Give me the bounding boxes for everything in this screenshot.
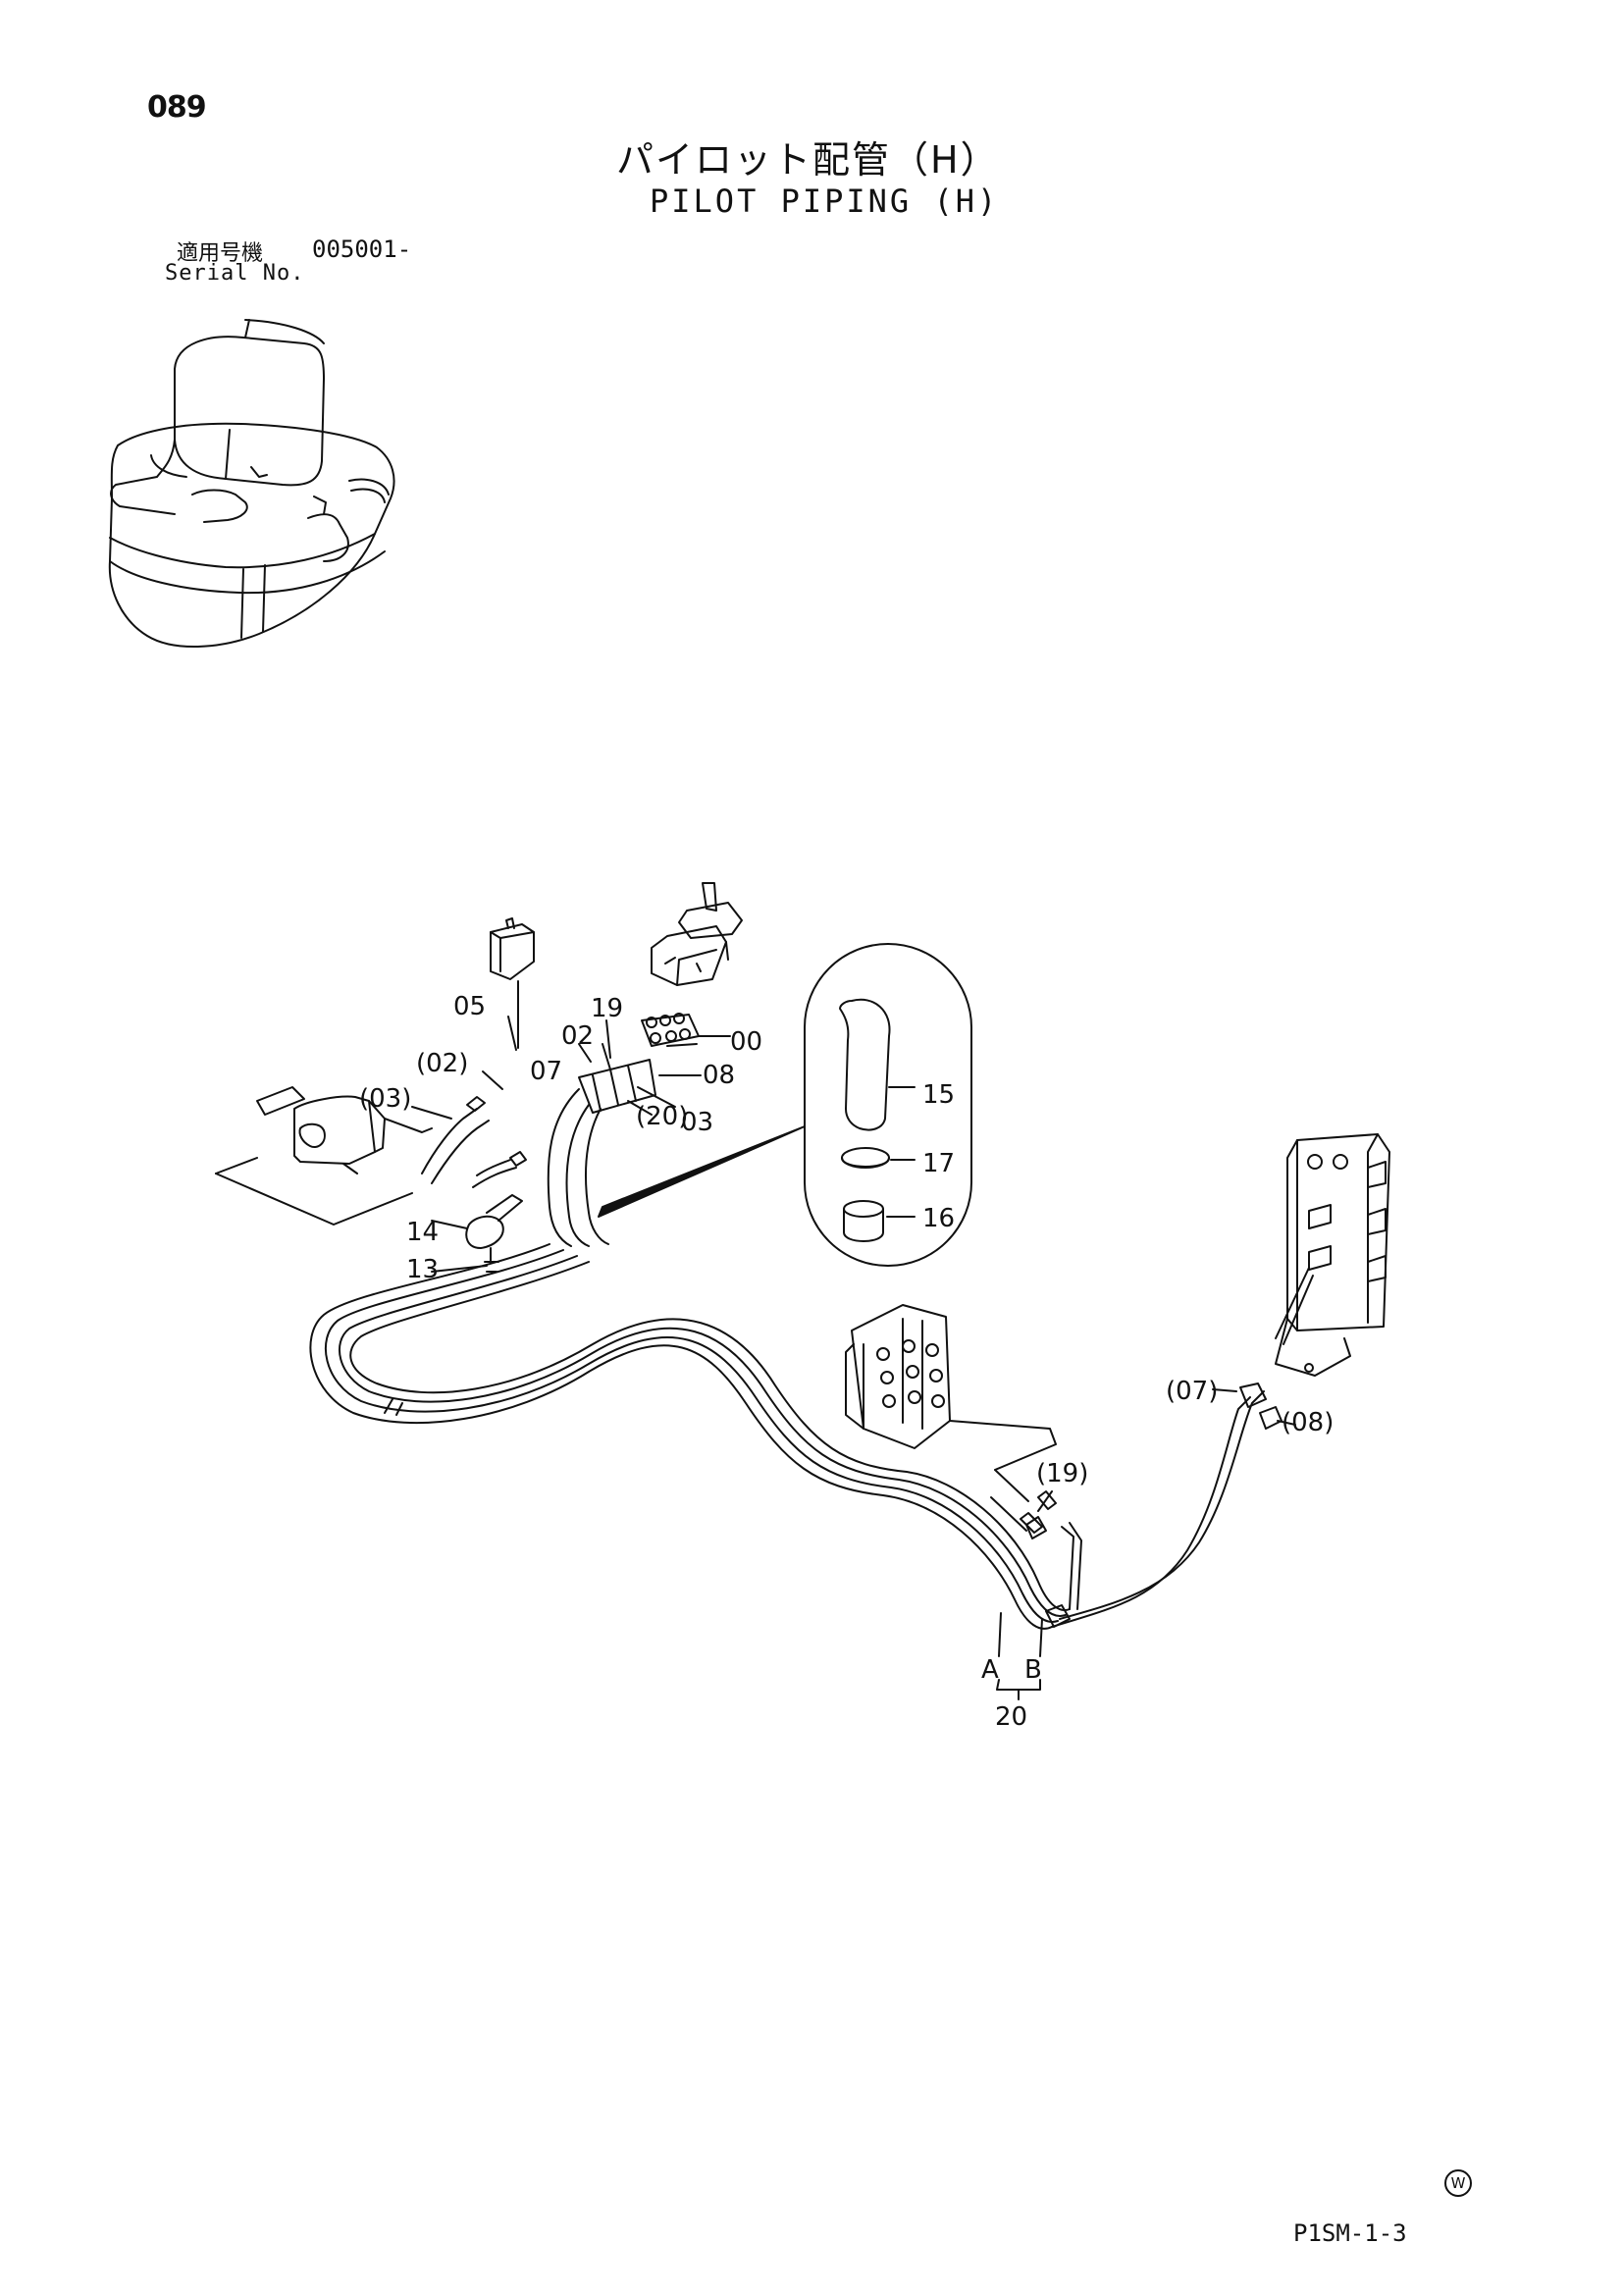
inset-detail-oval [804, 943, 972, 1267]
callout-leaders [411, 1016, 1296, 1700]
callout-19-paren: (19) [1036, 1459, 1088, 1488]
callout-05: 05 [453, 992, 486, 1021]
serial-label-english: Serial No. [165, 261, 305, 286]
remote-control-valve-drawing [651, 882, 743, 986]
fittings-cluster-drawing [641, 1013, 731, 1047]
callout-20: 20 [995, 1702, 1027, 1732]
callout-08: 08 [703, 1061, 735, 1090]
callout-02-paren: (02) [416, 1049, 468, 1078]
page-code: P1SM-1-3 [1293, 2219, 1407, 2247]
callout-08-paren: (08) [1282, 1408, 1334, 1437]
page-title-english: PILOT PIPING (H) [650, 183, 1000, 220]
pressure-switch-drawing [490, 917, 535, 1049]
w-mark-symbol: W [1444, 2169, 1472, 2197]
control-valve-drawing [845, 1304, 1057, 1534]
serial-number-value: 005001- [312, 235, 412, 263]
solenoid-valve-drawing [215, 1086, 433, 1226]
hose-fitting-bundle-drawing [547, 1059, 656, 1247]
inset-leader [598, 1125, 806, 1218]
page-number: 089 [147, 90, 207, 125]
callout-20-paren: (20) [636, 1102, 688, 1131]
right-valve-drawing [1275, 1133, 1390, 1377]
serial-label-japanese: 適用号機 [177, 241, 264, 266]
main-pilot-hoses-drawing [309, 1243, 1071, 1630]
callout-07: 07 [530, 1057, 562, 1086]
callout-02: 02 [561, 1021, 594, 1051]
callout-03-paren: (03) [359, 1084, 411, 1114]
callout-15: 15 [922, 1080, 955, 1110]
callout-19-top: 19 [591, 994, 623, 1023]
machine-locator-drawing [108, 319, 395, 648]
page-title-japanese: パイロット配管（H） [616, 138, 1000, 182]
callout-16: 16 [922, 1204, 955, 1233]
right-hoses-drawing [1025, 1383, 1283, 1628]
hose-clamp-drawing [465, 1194, 523, 1273]
callout-13: 13 [406, 1255, 439, 1284]
left-hoses-drawing [421, 1096, 527, 1188]
callout-03: 03 [681, 1108, 713, 1137]
callout-B: B [1024, 1655, 1042, 1685]
callout-07-paren: (07) [1166, 1377, 1218, 1406]
callout-A: A [981, 1655, 999, 1685]
callout-14: 14 [406, 1218, 439, 1247]
callout-17: 17 [922, 1149, 955, 1178]
callout-00: 00 [730, 1027, 762, 1057]
